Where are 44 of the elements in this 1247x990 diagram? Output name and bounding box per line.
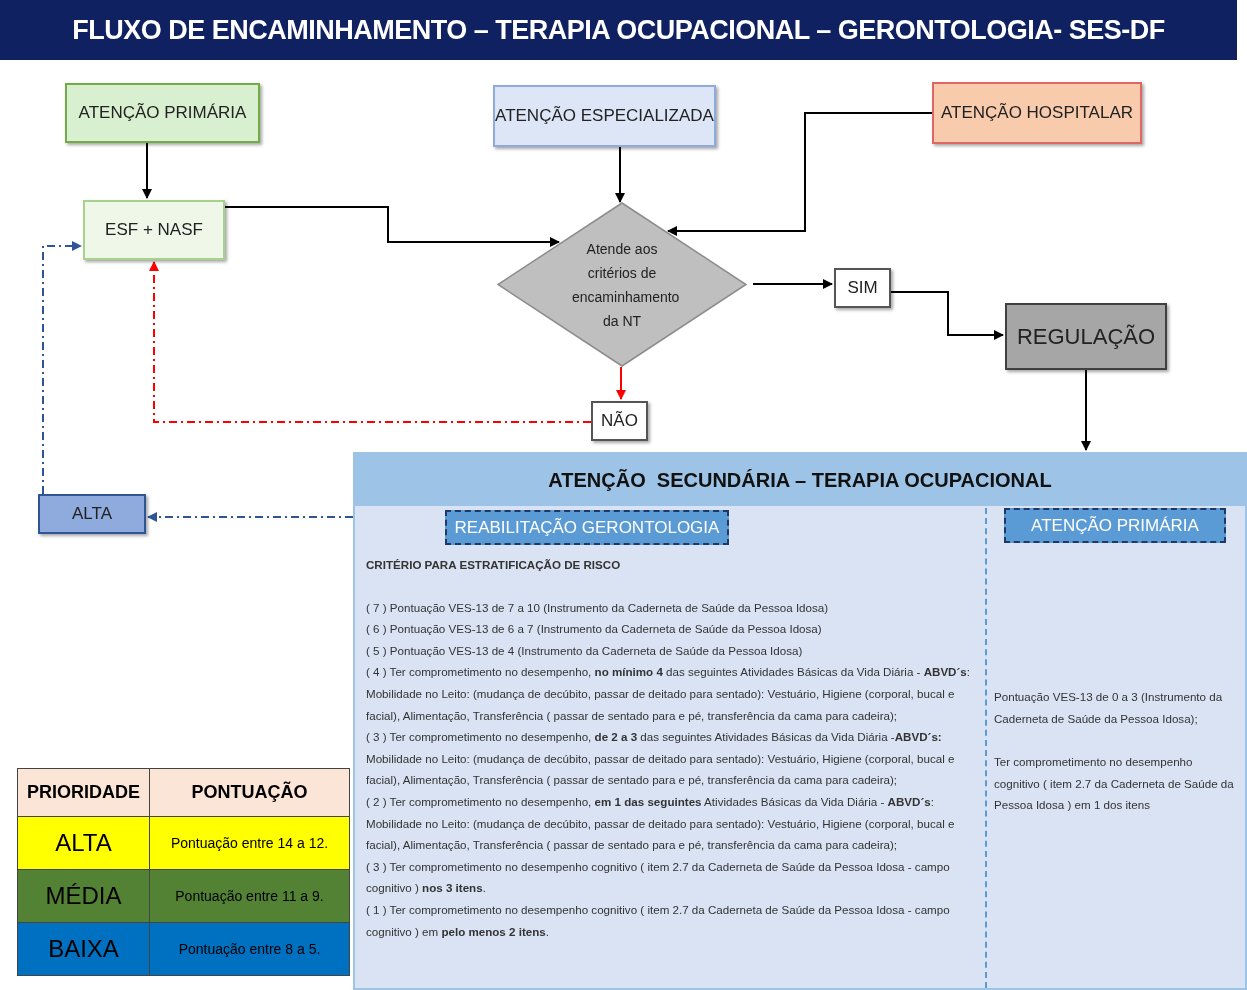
answer-box: NÃO	[591, 401, 648, 441]
arrow	[142, 142, 152, 199]
arrow	[667, 112, 933, 236]
criteria-item: Pontuação VES-13 de 0 a 3 (Instrumento da Caderneta de Saúde da Pessoa Idosa);	[994, 689, 1224, 727]
title-banner: FLUXO DE ENCAMINHAMENTO – TERAPIA OCUPACIONAL – GERONTOLOGIA- SES-DF	[0, 0, 1237, 60]
process-box: ALTA	[38, 494, 146, 534]
arrow	[149, 261, 592, 423]
panel-header: ATENÇÃO SECUNDÁRIA – TERAPIA OCUPACIONAL	[355, 454, 1245, 506]
section-tab: ATENÇÃO PRIMÁRIA	[1004, 508, 1226, 543]
criteria-item: ( 2 ) Ter comprometimento no desempenho, em 1 das seguintes Atividades Básicas da Vida Diária - ABVD´s: Mobilidade no Leito: (mudança de decúbito, passar de deitado para sentado): Vestuário, Higiene (corporal, bucal e facial), Alimentação, Transferência ( passar de sentado para e pé, transferência da cama para cadeira);	[366, 793, 956, 854]
process-box: REGULAÇÃO	[1005, 303, 1167, 370]
criteria-item: ( 5 ) Pontuação VES-13 de 4 (Instrumento da Caderneta de Saúde da Pessoa Idosa)	[366, 642, 804, 659]
table-cell: MÉDIA	[17, 869, 150, 923]
process-box: ATENÇÃO PRIMÁRIA	[65, 83, 260, 143]
section-tab: REABILITAÇÃO GERONTOLOGIA	[445, 510, 729, 545]
criteria-item: Ter comprometimento no desempenho cognitivo ( item 2.7 da Caderneta de Saúde da Pessoa Idosa ) em 1 dos itens	[994, 754, 1235, 814]
criteria-item: ( 3 ) Ter comprometimento no desempenho cognitivo ( item 2.7 da Caderneta de Saúde da Pessoa Idosa - campo cognitivo ) nos 3 itens.	[366, 858, 951, 897]
criteria-heading: CRITÉRIO PARA ESTRATIFICAÇÃO DE RISCO	[366, 557, 622, 573]
process-box: ESF + NASF	[83, 200, 225, 260]
arrow	[752, 279, 833, 289]
criteria-item: ( 1 ) Ter comprometimento no desempenho cognitivo ( item 2.7 da Caderneta de Saúde da Pessoa Idosa - campo cognitivo ) em pelo menos 2 itens.	[366, 901, 951, 940]
table-cell: Pontuação entre 14 a 12.	[149, 816, 350, 870]
table-cell: Pontuação entre 11 a 9.	[149, 869, 350, 923]
panel	[353, 452, 1247, 990]
arrow	[1081, 369, 1091, 451]
table-cell: ALTA	[17, 816, 150, 870]
arrow	[890, 291, 1004, 340]
table-cell: BAIXA	[17, 922, 150, 976]
process-box: ATENÇÃO HOSPITALAR	[932, 82, 1142, 144]
criteria-item: ( 4 ) Ter comprometimento no desempenho, no mínimo 4 das seguintes Atividades Básicas da Vida Diária - ABVD´s: Mobilidade no Leito: (mudança de decúbito, passar de deitado para sentado): Vestuário, Higiene (corporal, bucal e facial), Alimentação, Transferência ( passar de sentado para e pé, transferência da cama para cadeira);	[366, 664, 972, 724]
table-header: PRIORIDADE	[17, 768, 150, 817]
arrow	[224, 206, 560, 247]
table-cell: Pontuação entre 8 a 5.	[149, 922, 350, 976]
criteria-item: ( 6 ) Pontuação VES-13 de 6 a 7 (Instrumento da Caderneta de Saúde da Pessoa Idosa)	[366, 621, 823, 638]
criteria-item: ( 3 ) Ter comprometimento no desempenho, de 2 a 3 das seguintes Atividades Básicas da Vida Diária -ABVD´s: Mobilidade no Leito: (mudança de decúbito, passar de deitado para sentado): Vestuário, Higiene (corporal, bucal e facial), Alimentação, Transferência ( passar de sentado para e pé, transferência da cama para cadeira);	[366, 729, 956, 789]
process-box: ATENÇÃO ESPECIALIZADA	[493, 85, 716, 147]
arrow	[615, 146, 625, 203]
arrow	[616, 366, 626, 400]
arrow	[147, 512, 354, 522]
decision-diamond: Atende aos critérios de encaminhamento da NT	[497, 202, 747, 367]
table-header: PONTUAÇÃO	[149, 768, 350, 817]
arrow	[42, 241, 82, 495]
answer-box: SIM	[834, 268, 891, 308]
criteria-item: ( 7 ) Pontuação VES-13 de 7 a 10 (Instrumento da Caderneta de Saúde da Pessoa Idosa)	[366, 599, 830, 616]
